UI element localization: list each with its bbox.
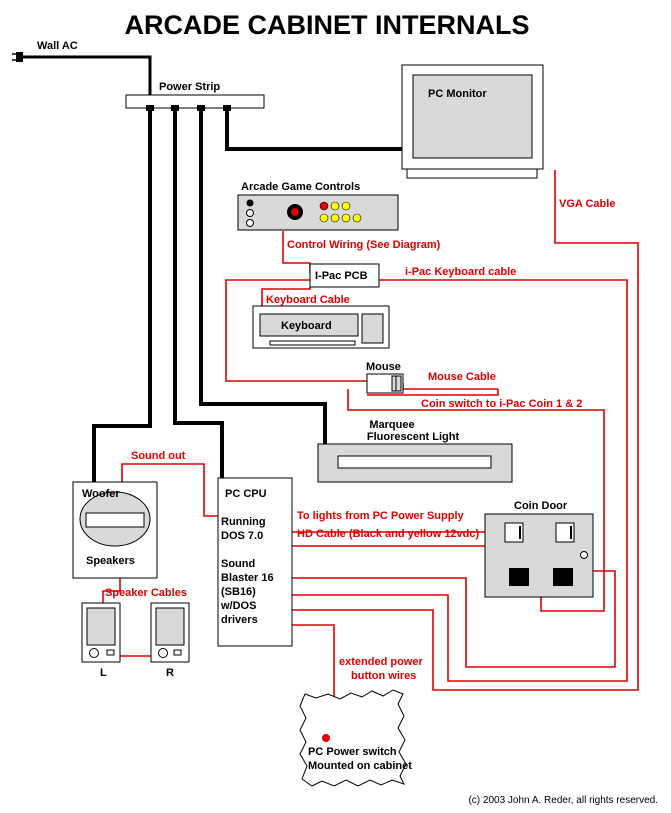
keyboard	[252, 305, 390, 349]
woofer-label: Woofer	[82, 488, 120, 500]
speaker-right-label: R	[166, 667, 174, 679]
copyright-text: (c) 2003 John A. Reder, all rights reser…	[468, 795, 658, 806]
power-button-icon	[322, 734, 330, 742]
action-button-icon	[330, 213, 340, 223]
ipac-keyboard-cable-label: i-Pac Keyboard cable	[405, 266, 516, 278]
pc-power-switch-panel	[299, 689, 407, 787]
speaker-left-label: L	[100, 667, 107, 679]
ipac-pcb-label: I-Pac PCB	[315, 270, 368, 282]
mouse-label: Mouse	[366, 361, 401, 373]
marquee-label: Marquee	[369, 419, 414, 431]
mouse-cable-label: Mouse Cable	[428, 371, 496, 383]
action-button-icon	[341, 213, 351, 223]
coin-switch-label: Coin switch to i-Pac Coin 1 & 2	[421, 398, 582, 410]
speaker-right	[150, 602, 190, 663]
start-button-icon	[246, 199, 254, 207]
wall-ac-label: Wall AC	[37, 40, 78, 52]
speaker-cables-label: Speaker Cables	[105, 587, 187, 599]
cpu-sound-text: Sound	[221, 558, 255, 570]
speaker-left	[81, 602, 121, 663]
action-button-icon	[341, 201, 351, 211]
coin-door	[484, 513, 594, 598]
select-button-icon	[246, 219, 254, 227]
action-button-icon	[352, 213, 362, 223]
wall-plug-icon	[12, 52, 23, 62]
coin-button-icon	[246, 209, 254, 217]
diagram-title: ARCADE CABINET INTERNALS	[125, 10, 530, 40]
mouse	[366, 373, 404, 394]
cpu-drivers-text: drivers	[221, 614, 258, 626]
cpu-blaster-text: Blaster 16	[221, 572, 274, 584]
power-switch-label: PC Power switch	[308, 746, 397, 758]
speakers-label: Speakers	[86, 555, 135, 567]
sound-out-label: Sound out	[131, 450, 186, 462]
pc-monitor	[401, 64, 544, 179]
power-cables	[22, 55, 402, 482]
arcade-controls-label: Arcade Game Controls	[241, 181, 360, 193]
marquee-light	[317, 443, 513, 483]
power-switch-label-line2: Mounted on cabinet	[308, 760, 412, 772]
woofer	[72, 481, 158, 579]
keyboard-cable-label: Keyboard Cable	[266, 294, 350, 306]
pc-cpu-label: PC CPU	[225, 488, 267, 500]
power-strip	[125, 94, 265, 111]
action-button-icon	[319, 213, 329, 223]
hd-cable-label: HD Cable (Black and yellow 12vdc)	[297, 528, 480, 540]
cpu-running-text: Running	[221, 516, 266, 528]
pc-monitor-label: PC Monitor	[428, 88, 487, 100]
vga-cable-label: VGA Cable	[559, 198, 615, 210]
power-strip-label: Power Strip	[159, 81, 220, 93]
cpu-wdos-text: w/DOS	[220, 600, 256, 612]
cpu-sb16-text: (SB16)	[221, 586, 256, 598]
lights-cable-label: To lights from PC Power Supply	[297, 510, 465, 522]
ext-power-label-line1: extended power	[339, 656, 423, 668]
cpu-dos-text: DOS 7.0	[221, 530, 263, 542]
action-button-icon	[319, 201, 329, 211]
ipac-pcb	[309, 263, 380, 288]
keyboard-label: Keyboard	[281, 320, 332, 332]
pc-cpu	[217, 477, 293, 647]
ext-power-label-line2: button wires	[351, 670, 416, 682]
marquee-label-line2: Fluorescent Light	[367, 431, 460, 443]
action-button-icon	[330, 201, 340, 211]
control-wiring-label: Control Wiring (See Diagram)	[287, 239, 441, 251]
coin-door-label: Coin Door	[514, 500, 568, 512]
arcade-controls-panel	[237, 194, 399, 231]
